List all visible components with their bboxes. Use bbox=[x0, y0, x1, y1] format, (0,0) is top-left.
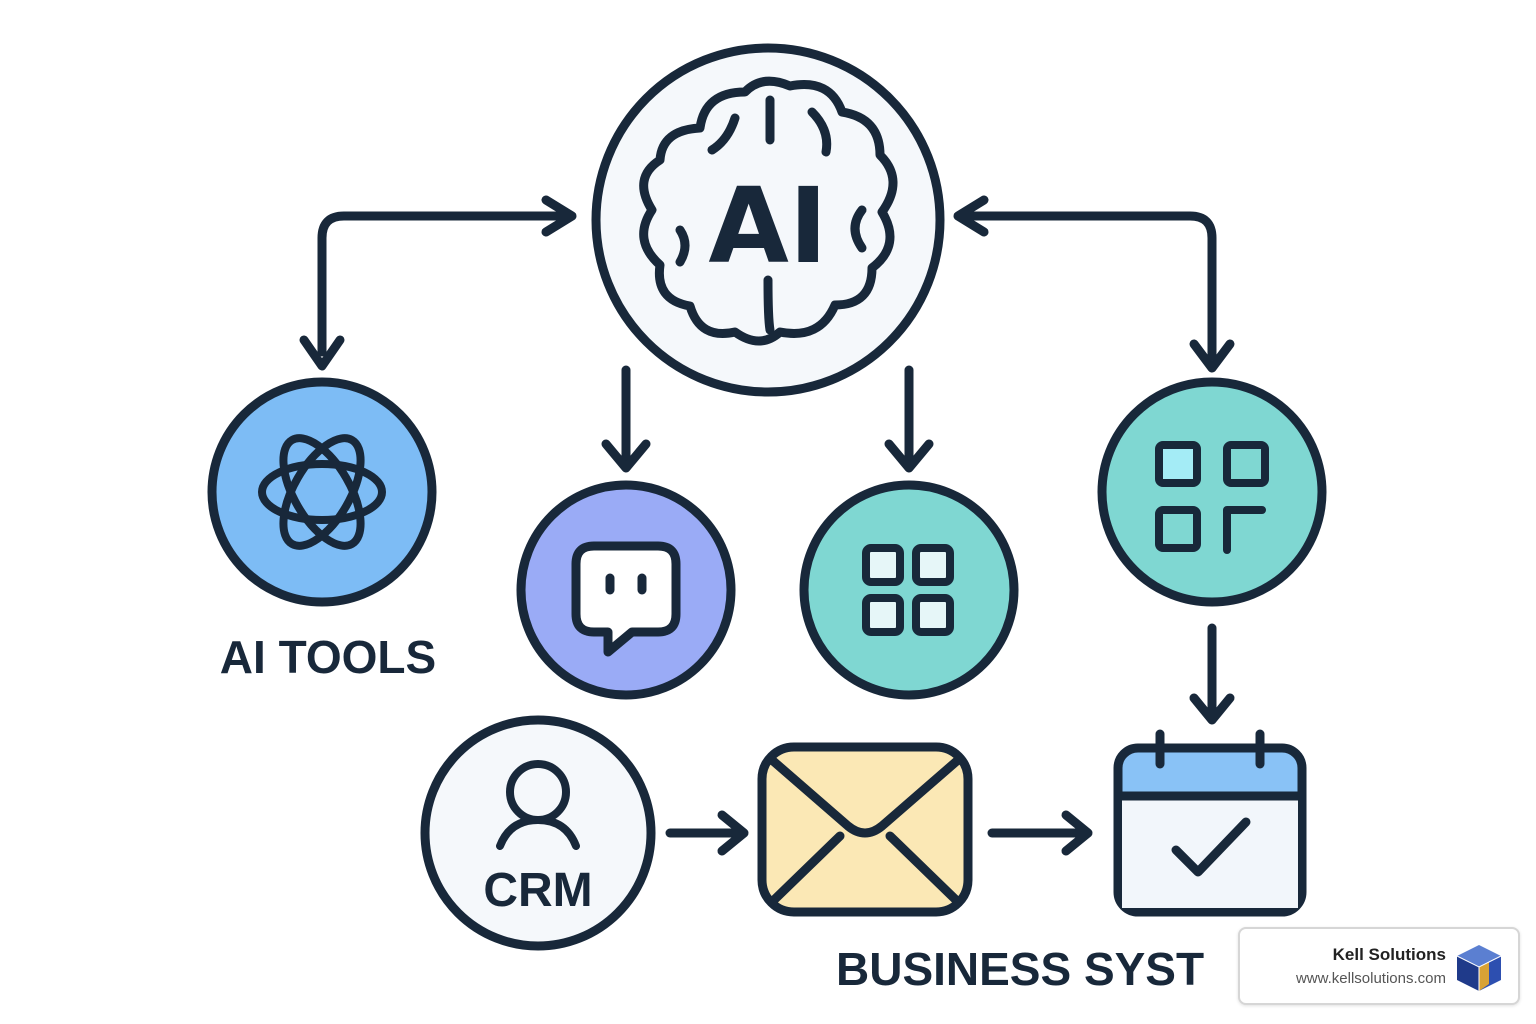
cube-logo-icon bbox=[1456, 945, 1502, 991]
arrow-crm-to-email bbox=[665, 810, 749, 856]
ai-hub-node: AI bbox=[591, 43, 945, 397]
ai-tools-node bbox=[207, 377, 437, 607]
email-node bbox=[757, 742, 973, 917]
arrow-ai-to-qr bbox=[953, 195, 1235, 373]
apps-node bbox=[799, 480, 1019, 700]
qr-grid-icon bbox=[1155, 441, 1269, 554]
openai-knot-icon bbox=[258, 434, 386, 550]
badge-company-name: Kell Solutions bbox=[1332, 945, 1446, 964]
arrow-ai-to-chat bbox=[601, 365, 651, 473]
arrow-ai-tools-to-ai bbox=[299, 195, 577, 371]
brain-icon bbox=[639, 76, 898, 346]
arrow-email-to-calendar bbox=[987, 810, 1093, 856]
qr-node bbox=[1097, 377, 1327, 607]
crm-label: CRM bbox=[483, 864, 592, 917]
connector-arrows bbox=[299, 195, 1235, 856]
ai-tools-label: AI TOOLS bbox=[220, 631, 436, 683]
chat-bubble-icon bbox=[571, 541, 681, 657]
kell-solutions-badge[interactable]: Kell Solutions www.kellsolutions.com bbox=[1238, 927, 1520, 1005]
arrow-ai-to-apps bbox=[884, 365, 934, 473]
calendar-check-icon bbox=[1113, 729, 1307, 917]
arrow-qr-to-calendar bbox=[1189, 623, 1235, 725]
app-grid-icon bbox=[862, 544, 954, 636]
calendar-node bbox=[1113, 729, 1307, 917]
envelope-icon bbox=[767, 755, 963, 905]
ai-hub-label: AI bbox=[708, 165, 827, 287]
person-icon bbox=[496, 760, 580, 850]
business-systems-label: BUSINESS SYST bbox=[836, 943, 1204, 995]
crm-node: CRM bbox=[420, 715, 656, 951]
badge-website-url: www.kellsolutions.com bbox=[1295, 970, 1446, 987]
chat-node bbox=[516, 480, 736, 700]
